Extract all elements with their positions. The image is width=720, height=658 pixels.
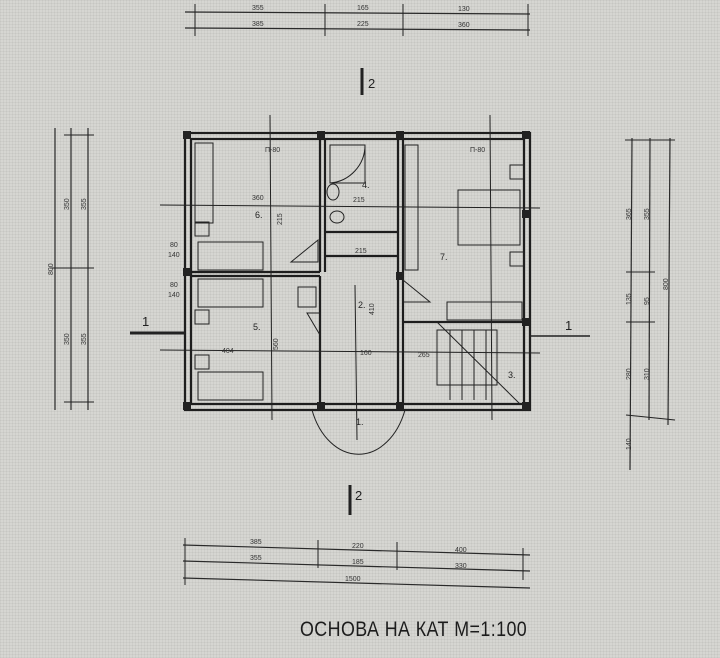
- svg-text:330: 330: [455, 563, 467, 570]
- section-marker-2: 2 2: [348, 68, 375, 515]
- grid-axes: [159, 114, 541, 441]
- svg-text:355: 355: [81, 333, 88, 345]
- svg-text:355: 355: [644, 208, 651, 220]
- section-marker-1: 1 1: [130, 314, 590, 337]
- svg-text:140: 140: [168, 252, 180, 259]
- svg-text:355: 355: [252, 5, 264, 12]
- svg-text:80: 80: [170, 242, 178, 249]
- svg-text:140: 140: [168, 292, 180, 299]
- svg-text:410: 410: [369, 303, 376, 315]
- svg-text:160: 160: [360, 350, 372, 357]
- svg-text:2: 2: [368, 76, 375, 91]
- entrance-porch: [311, 409, 406, 455]
- svg-text:4.: 4.: [362, 180, 370, 190]
- svg-text:360: 360: [252, 195, 264, 202]
- svg-text:365: 365: [626, 208, 633, 220]
- svg-text:5.: 5.: [253, 322, 261, 332]
- svg-text:220: 220: [352, 543, 364, 550]
- svg-text:280: 280: [626, 368, 633, 380]
- top-dimensions: 355 165 130 385 225 360: [184, 4, 531, 36]
- svg-text:1: 1: [565, 318, 572, 333]
- svg-text:400: 400: [455, 547, 467, 554]
- svg-text:П-80: П-80: [265, 147, 280, 154]
- bottom-dimensions: 385 220 400 355 185 330 1500: [182, 538, 531, 589]
- right-dimensions: 365 135 280 140 355 95 310 800: [625, 137, 676, 471]
- svg-text:140: 140: [626, 438, 633, 450]
- svg-text:385: 385: [252, 21, 264, 28]
- svg-text:165: 165: [357, 5, 369, 12]
- svg-text:385: 385: [250, 539, 262, 546]
- svg-text:215: 215: [355, 248, 367, 255]
- room-labels: 1. 2. 3. 4. 5. 6. 7.: [253, 180, 516, 427]
- svg-text:355: 355: [250, 555, 262, 562]
- drawing-title: ОСНОВА НА КАТ М=1:100: [300, 618, 528, 641]
- inner-dimension-labels: 360 215 215 404 160 265 410 560 215 П-80…: [168, 147, 485, 359]
- svg-text:350: 350: [64, 333, 71, 345]
- svg-text:7.: 7.: [440, 252, 448, 262]
- svg-text:310: 310: [644, 368, 651, 380]
- svg-text:360: 360: [458, 22, 470, 29]
- svg-text:265: 265: [418, 352, 430, 359]
- svg-text:95: 95: [644, 297, 651, 305]
- svg-text:560: 560: [273, 338, 280, 350]
- svg-text:80: 80: [170, 282, 178, 289]
- svg-text:225: 225: [357, 21, 369, 28]
- svg-text:П-80: П-80: [470, 147, 485, 154]
- svg-text:130: 130: [458, 6, 470, 13]
- svg-text:215: 215: [353, 197, 365, 204]
- svg-text:1500: 1500: [345, 576, 361, 583]
- svg-text:2.: 2.: [358, 300, 366, 310]
- svg-text:185: 185: [352, 559, 364, 566]
- left-dimensions: 800 350 350 355 355: [48, 128, 94, 410]
- svg-text:6.: 6.: [255, 210, 263, 220]
- furniture: [194, 142, 525, 405]
- svg-text:404: 404: [222, 348, 234, 355]
- svg-text:2: 2: [355, 488, 362, 503]
- svg-text:1: 1: [142, 314, 149, 329]
- svg-text:3.: 3.: [508, 370, 516, 380]
- svg-text:350: 350: [64, 198, 71, 210]
- svg-text:215: 215: [277, 213, 284, 225]
- svg-text:800: 800: [663, 278, 670, 290]
- walls: [183, 131, 532, 412]
- svg-text:1.: 1.: [356, 417, 364, 427]
- svg-text:355: 355: [81, 198, 88, 210]
- svg-text:135: 135: [626, 293, 633, 305]
- svg-text:800: 800: [48, 263, 55, 275]
